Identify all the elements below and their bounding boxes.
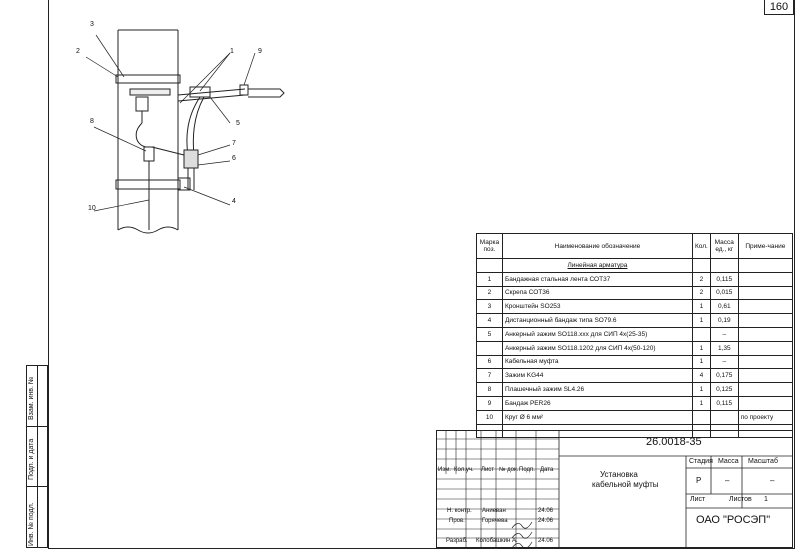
sheet-number: 160 (764, 0, 794, 15)
signer-name: Колобашкин А. (476, 538, 518, 544)
callout-4: 4 (232, 198, 236, 205)
callout-1: 1 (230, 48, 234, 55)
signer-role: Разраб. (446, 538, 468, 544)
header-pos: Марка поз. (476, 233, 503, 259)
signer-role: Пров. (449, 518, 465, 524)
header-note: Приме-чание (737, 233, 794, 259)
signer-date: 24.06 (538, 518, 554, 524)
spec-header-row: Марка поз. Наименование обозначение Кол.… (476, 233, 794, 259)
scale-label: Масштаб (748, 458, 778, 465)
title-line2: кабельной муфты (592, 480, 659, 489)
section-title: Линейная арматура (501, 258, 693, 273)
title-line1: Установка (600, 470, 638, 479)
title-block-grid (436, 430, 793, 548)
header-qty: Кол. (691, 233, 711, 259)
col-header-list: Лист (481, 467, 495, 473)
col-header-doc: № док. (499, 467, 519, 473)
signer-name: Аниеван (482, 508, 506, 514)
signer-date: 24.06 (538, 538, 554, 544)
signer-name: Горячева (482, 518, 508, 524)
sheet-label: Лист (690, 496, 706, 503)
drawing-frame (48, 0, 795, 549)
stamp-sign-date: Подп. и дата (28, 438, 35, 480)
mass-label: Масса (718, 458, 739, 465)
col-header-izm: Изм. (438, 467, 451, 473)
col-header-kol: Кол.уч. (454, 467, 474, 473)
specification-table: Марка поз. Наименование обозначение Кол.… (476, 233, 794, 439)
stage-value: Р (696, 476, 702, 485)
col-header-sign: Подп. (519, 467, 535, 473)
callout-2: 2 (76, 48, 80, 55)
header-name: Наименование обозначение (501, 233, 693, 259)
callout-10: 10 (88, 205, 96, 212)
company-name: ОАО "РОСЭП" (696, 514, 771, 526)
signer-date: 24.06 (538, 508, 554, 514)
col-header-date: Дата (540, 467, 554, 473)
mass-value: – (725, 476, 730, 485)
scale-value: – (770, 476, 775, 485)
callout-3: 3 (90, 21, 94, 28)
callout-7: 7 (232, 140, 236, 147)
stamp-replace-inv: Взам. инв. № (28, 376, 35, 420)
sheets-value: 1 (764, 496, 768, 503)
callout-9: 9 (258, 48, 262, 55)
stamp-inv-no: Инв. № подл. (28, 502, 35, 546)
header-mass: Масса ед., кг (709, 233, 739, 259)
callout-5: 5 (236, 120, 240, 127)
callout-8: 8 (90, 118, 94, 125)
table-row: Анкерный зажим SO118.1202 для СИП 4х(50-… (476, 340, 794, 356)
signer-role: Н. контр. (447, 508, 472, 514)
callout-6: 6 (232, 155, 236, 162)
installation-drawing (85, 29, 285, 234)
doc-number: 26.0018-35 (646, 436, 702, 448)
left-stamp (26, 365, 48, 548)
spec-section-row: Линейная арматура (476, 258, 794, 273)
sheets-label: Листов (729, 496, 752, 503)
stage-label: Стадия (689, 458, 713, 465)
